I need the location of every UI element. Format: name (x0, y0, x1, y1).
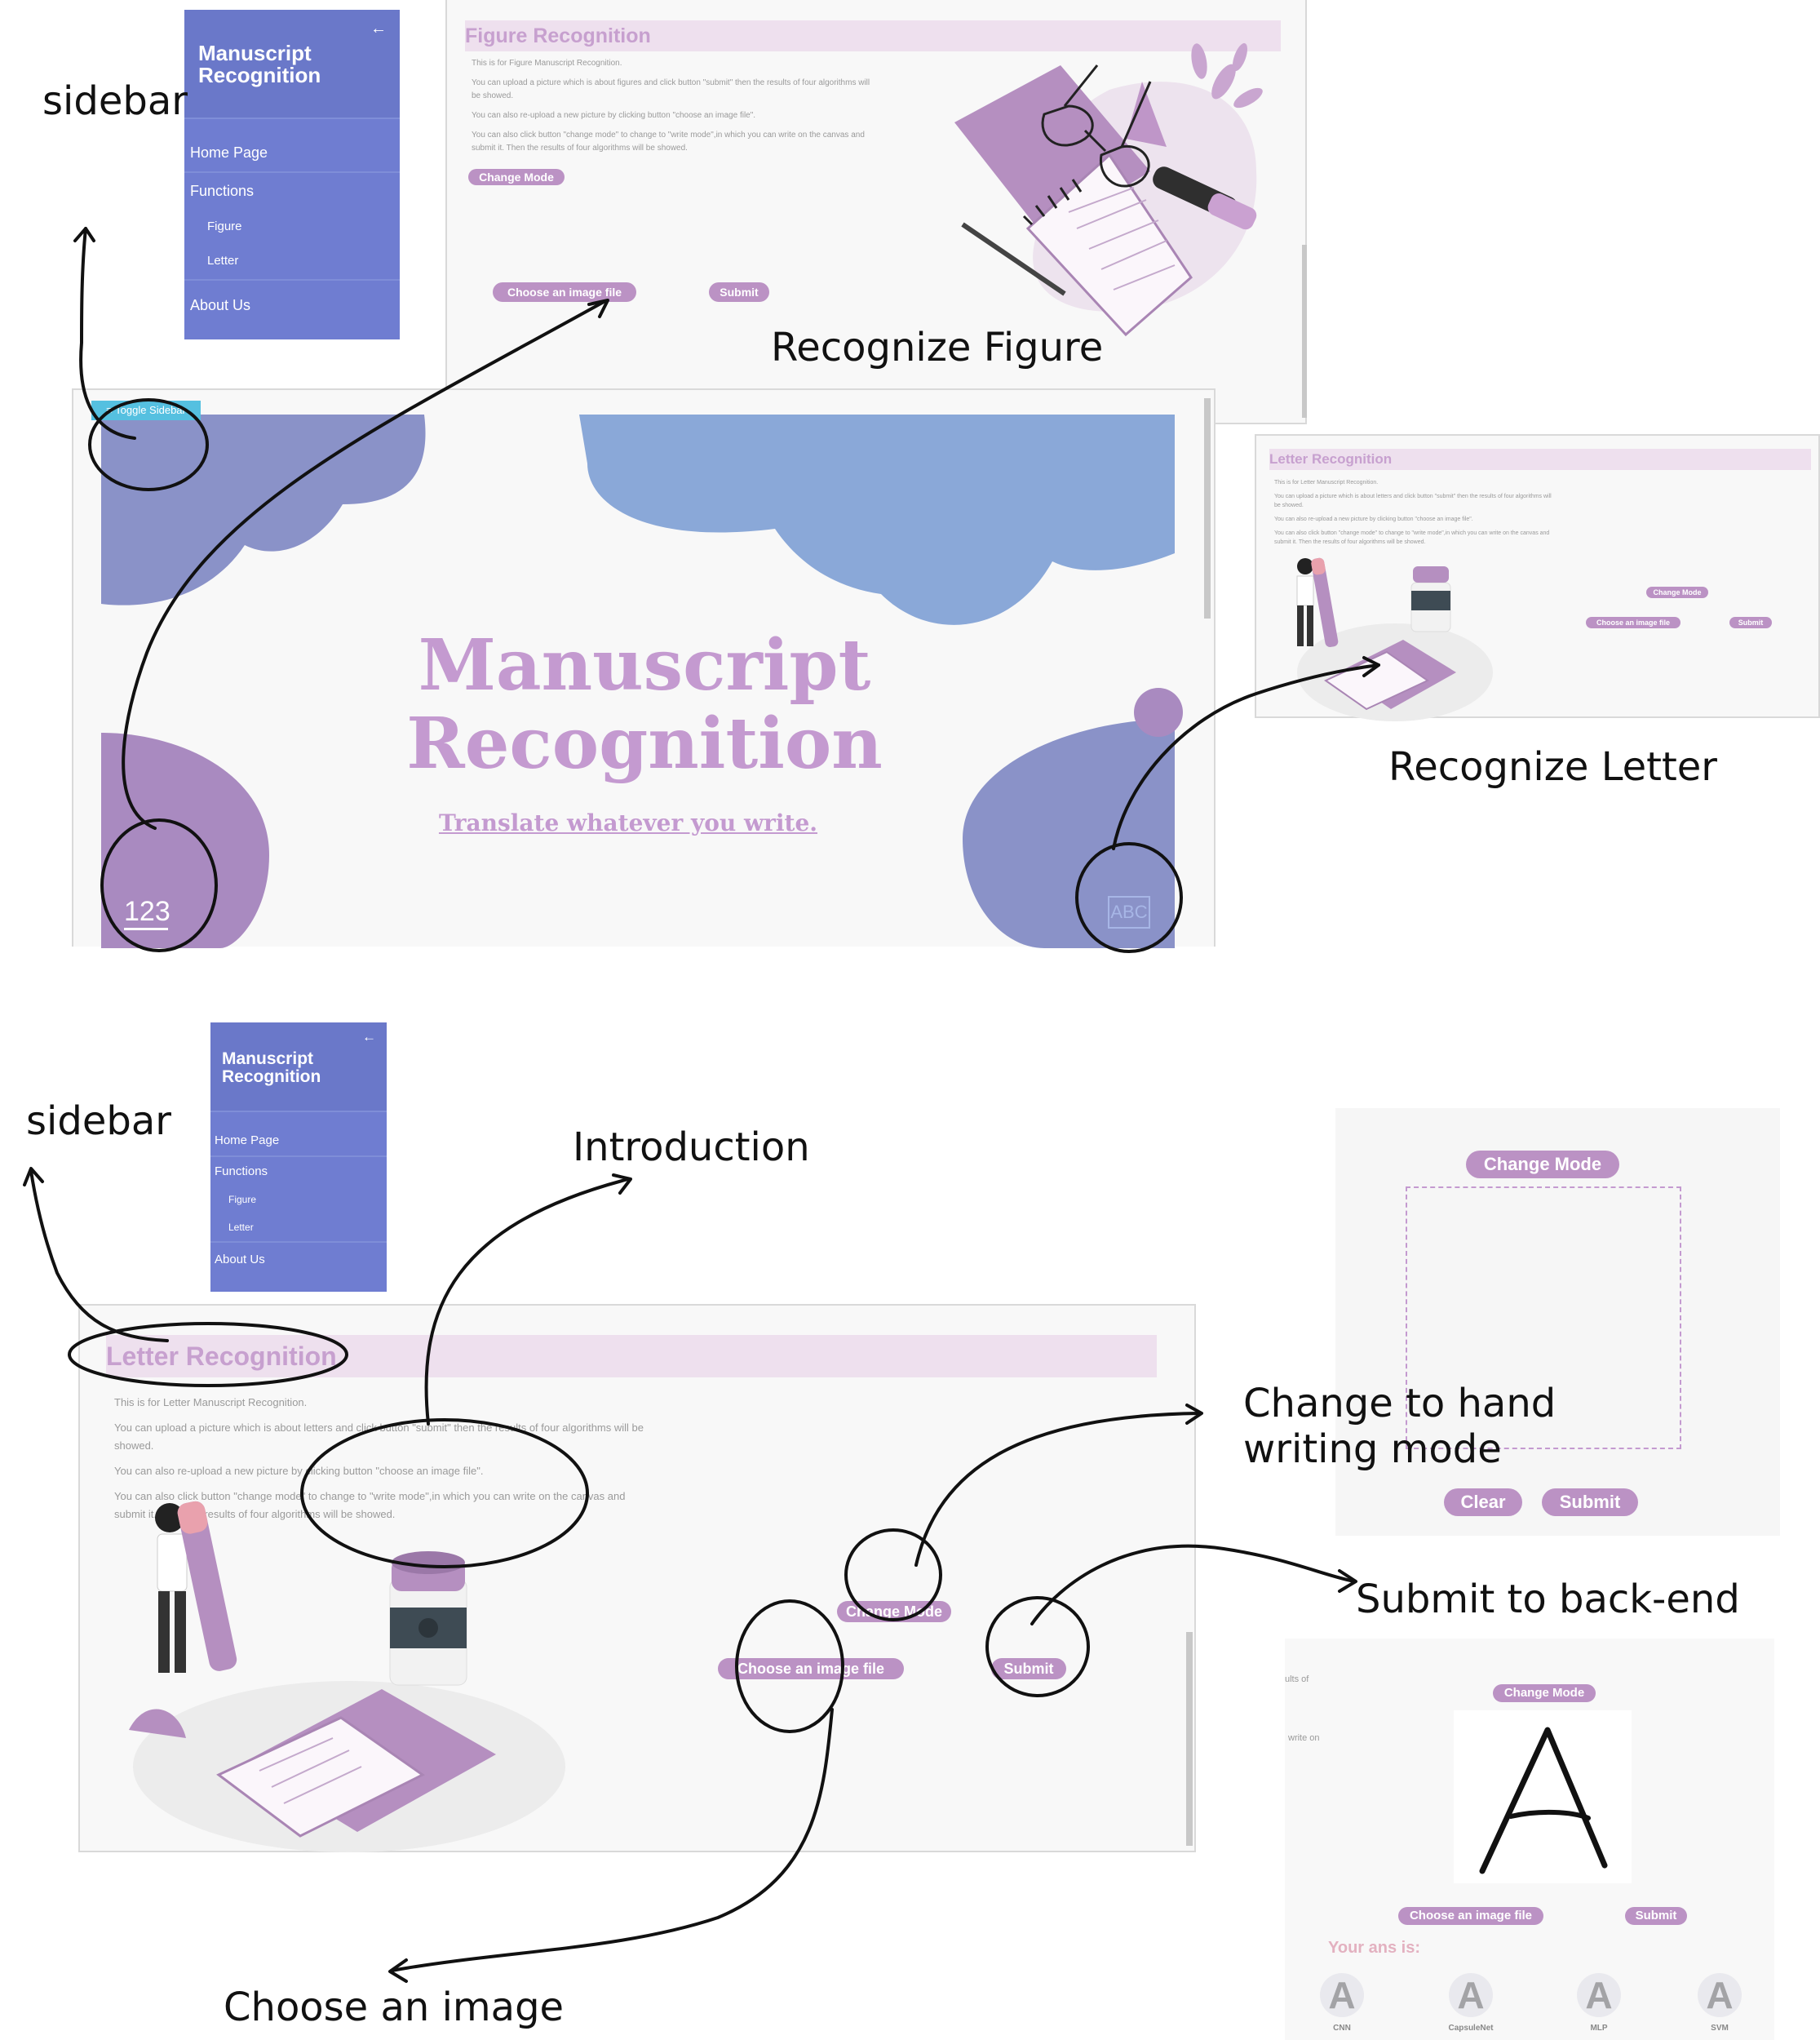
annotation-sidebar-bottom: sidebar (26, 1098, 171, 1144)
figure-introduction: This is for Figure Manuscript Recognitio… (472, 57, 879, 155)
annotation-recognize-figure: Recognize Figure (771, 325, 1104, 370)
choose-file-button[interactable]: Choose an image file (1586, 617, 1681, 628)
change-mode-button[interactable]: Change Mode (468, 169, 565, 185)
algorithm-name: CapsuleNet (1448, 2024, 1494, 2033)
collapse-arrow-icon[interactable]: ← (362, 1029, 376, 1044)
intro-line: You can also click button "change mode" … (1274, 530, 1550, 545)
intro-line: You can also re-upload a new picture by … (1274, 517, 1473, 522)
annotation-change-mode-line2: writing mode (1243, 1426, 1502, 1472)
sidebar-header (210, 1022, 387, 1111)
toggle-sidebar-button[interactable]: ≡ Toggle Sidebar (91, 401, 201, 420)
annotation-choose-image: Choose an image (224, 1985, 565, 2030)
submit-button[interactable]: Submit (1625, 1907, 1687, 1925)
intro-fragment: ults of (1285, 1674, 1309, 1684)
handwritten-letter-drawing (1479, 1727, 1608, 1874)
choose-file-button[interactable]: Choose an image file (493, 282, 636, 302)
submit-button[interactable]: Submit (1729, 617, 1772, 628)
letter-page-screenshot: Letter Recognition This is for Letter Ma… (78, 1304, 1196, 1852)
intro-line: You can also re-upload a new picture by … (472, 111, 756, 120)
intro-line: You can upload a picture which is about … (1274, 494, 1552, 508)
sidebar-item-home[interactable]: Home Page (190, 144, 268, 161)
hero-title: Manuscript Recognition (406, 624, 883, 785)
scrollbar-thumb[interactable] (1302, 245, 1307, 418)
sidebar-item-about[interactable]: About Us (215, 1253, 265, 1266)
intro-line: You can also re-upload a new picture by … (114, 1465, 484, 1477)
toggle-sidebar-label: Toggle Sidebar (115, 404, 186, 416)
submit-button[interactable]: Submit (991, 1658, 1066, 1679)
result-letter: A (1449, 1973, 1493, 2017)
annotation-submit-backend: Submit to back-end (1356, 1577, 1740, 1622)
change-mode-button[interactable]: Change Mode (1466, 1151, 1619, 1178)
scrollbar-thumb[interactable] (1204, 398, 1211, 619)
annotation-recognize-letter: Recognize Letter (1388, 744, 1718, 790)
sidebar-item-about[interactable]: About Us (190, 297, 251, 313)
algorithm-name: CNN (1333, 2024, 1351, 2033)
sidebar-bottom: ← Manuscript Recognition Home Page Funct… (210, 1022, 387, 1292)
letter-page-title: Letter Recognition (106, 1335, 1157, 1377)
result-letter: A (1577, 1973, 1621, 2017)
annotation-introduction: Introduction (573, 1124, 810, 1170)
figure-entry-icon[interactable]: 123 (124, 896, 170, 930)
letter-small-introduction: This is for Letter Manuscript Recognitio… (1274, 478, 1552, 547)
choose-file-button[interactable]: Choose an image file (1398, 1907, 1543, 1925)
sidebar-item-letter[interactable]: Letter (228, 1222, 254, 1233)
notebook-glasses-illustration (954, 42, 1263, 337)
woman-notebook-illustration (129, 1501, 565, 1852)
letter-page-small-screenshot: Letter Recognition This is for Letter Ma… (1255, 434, 1820, 721)
annotation-change-mode: Change to hand writing mode (1243, 1381, 1556, 1472)
menu-icon: ≡ (106, 404, 113, 416)
home-page-screenshot: ≡ Toggle Sidebar Manuscript Recognition … (72, 388, 1216, 948)
sidebar-top: ← Manuscript Recognition Home Page Funct… (184, 10, 400, 339)
clear-button[interactable]: Clear (1444, 1488, 1522, 1516)
intro-line: This is for Letter Manuscript Recognitio… (114, 1396, 308, 1408)
result-cnn: A CNN (1309, 1973, 1375, 2033)
result-letter: A (1698, 1973, 1742, 2017)
letter-small-title: Letter Recognition (1269, 449, 1811, 470)
figure-page-title: Figure Recognition (465, 20, 1281, 51)
figure-entry-label: 123 (124, 896, 170, 927)
sidebar-item-figure[interactable]: Figure (207, 220, 242, 233)
write-mode-panel: Change Mode Clear Submit (1335, 1108, 1780, 1536)
annotation-change-mode-line1: Change to hand (1243, 1381, 1557, 1426)
letter-entry-icon[interactable]: ABC (1108, 896, 1150, 929)
intro-line: You can upload a picture which is about … (472, 78, 870, 100)
sidebar-header (184, 10, 400, 118)
sidebar-item-figure[interactable]: Figure (228, 1194, 257, 1205)
answer-label: Your ans is: (1328, 1939, 1420, 1957)
hero-tagline: Translate whatever you write. (438, 809, 818, 836)
choose-file-button[interactable]: Choose an image file (718, 1658, 904, 1679)
result-letter: A (1320, 1973, 1364, 2017)
intro-fragment: write on (1288, 1733, 1320, 1743)
submit-button[interactable]: Submit (1542, 1488, 1638, 1516)
algorithm-name: MLP (1590, 2024, 1608, 2033)
result-svm: A SVM (1687, 1973, 1752, 2033)
intro-line: This is for Figure Manuscript Recognitio… (472, 59, 622, 68)
result-capsulenet: A CapsuleNet (1430, 1973, 1512, 2033)
sidebar-item-home[interactable]: Home Page (215, 1133, 280, 1147)
algorithm-name: SVM (1711, 2024, 1729, 2033)
intro-line: You can also click button "change mode" … (472, 131, 865, 153)
change-mode-button[interactable]: Change Mode (1493, 1684, 1596, 1702)
figure-page-screenshot: Figure Recognition This is for Figure Ma… (445, 0, 1307, 424)
drawing-canvas[interactable] (1406, 1186, 1681, 1449)
intro-line: This is for Letter Manuscript Recognitio… (1274, 480, 1379, 486)
result-panel: ults of write on Change Mode Choose an i… (1285, 1639, 1774, 2040)
submit-button[interactable]: Submit (709, 282, 769, 302)
sidebar-item-functions[interactable]: Functions (215, 1164, 268, 1178)
sidebar-item-functions[interactable]: Functions (190, 183, 255, 199)
sidebar-item-letter[interactable]: Letter (207, 254, 239, 268)
letter-entry-label: ABC (1110, 902, 1148, 922)
result-mlp: A MLP (1566, 1973, 1632, 2033)
intro-line: You can upload a picture which is about … (114, 1421, 644, 1452)
collapse-arrow-icon[interactable]: ← (370, 20, 387, 38)
sidebar-title: Manuscript Recognition (198, 41, 321, 88)
annotation-sidebar-top: sidebar (42, 78, 188, 124)
change-mode-button[interactable]: Change Mode (837, 1601, 951, 1622)
change-mode-button[interactable]: Change Mode (1646, 587, 1708, 598)
sidebar-title: Manuscript Recognition (222, 1049, 321, 1087)
woman-notebook-illustration (1296, 557, 1493, 721)
scrollbar-thumb[interactable] (1186, 1632, 1193, 1846)
